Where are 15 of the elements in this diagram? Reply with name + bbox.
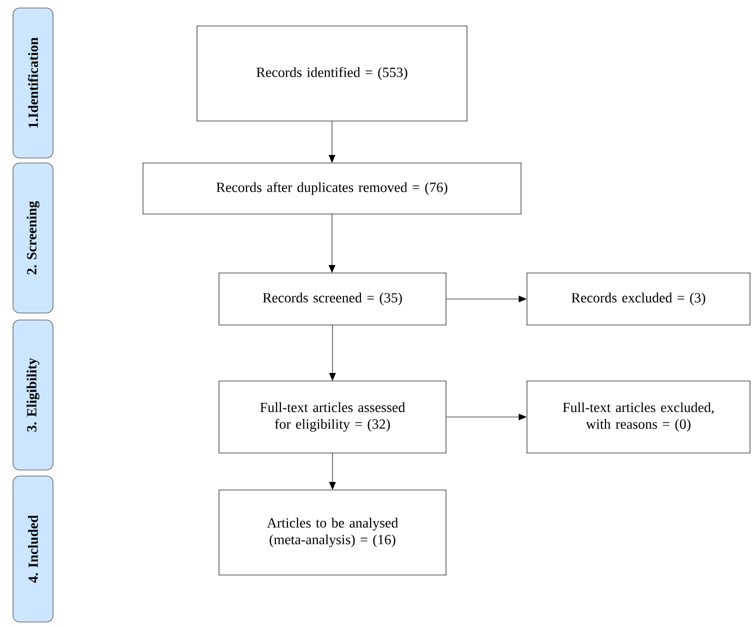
arrow bbox=[329, 324, 336, 381]
process-box: Full-text articles excluded, with reasons = (0) bbox=[526, 380, 750, 454]
process-box: Records screened = (35) bbox=[218, 272, 446, 326]
arrow bbox=[328, 214, 336, 273]
phase-band: 3. Eligibility bbox=[12, 320, 54, 470]
phase-band: 1.Identification bbox=[12, 8, 54, 158]
process-box: Records after duplicates removed = (76) bbox=[142, 162, 522, 214]
arrow bbox=[329, 452, 336, 490]
phase-band: 2. Screening bbox=[12, 162, 54, 314]
arrow bbox=[328, 120, 336, 163]
process-box: Records identified = (553) bbox=[196, 26, 468, 122]
process-box: Records excluded = (3) bbox=[526, 272, 750, 326]
process-box: Articles to be analysed (meta-analysis) = (16) bbox=[218, 490, 446, 576]
phase-band: 4. Included bbox=[12, 476, 54, 622]
process-box: Full-text articles assessed for eligibility = (32) bbox=[218, 380, 446, 454]
